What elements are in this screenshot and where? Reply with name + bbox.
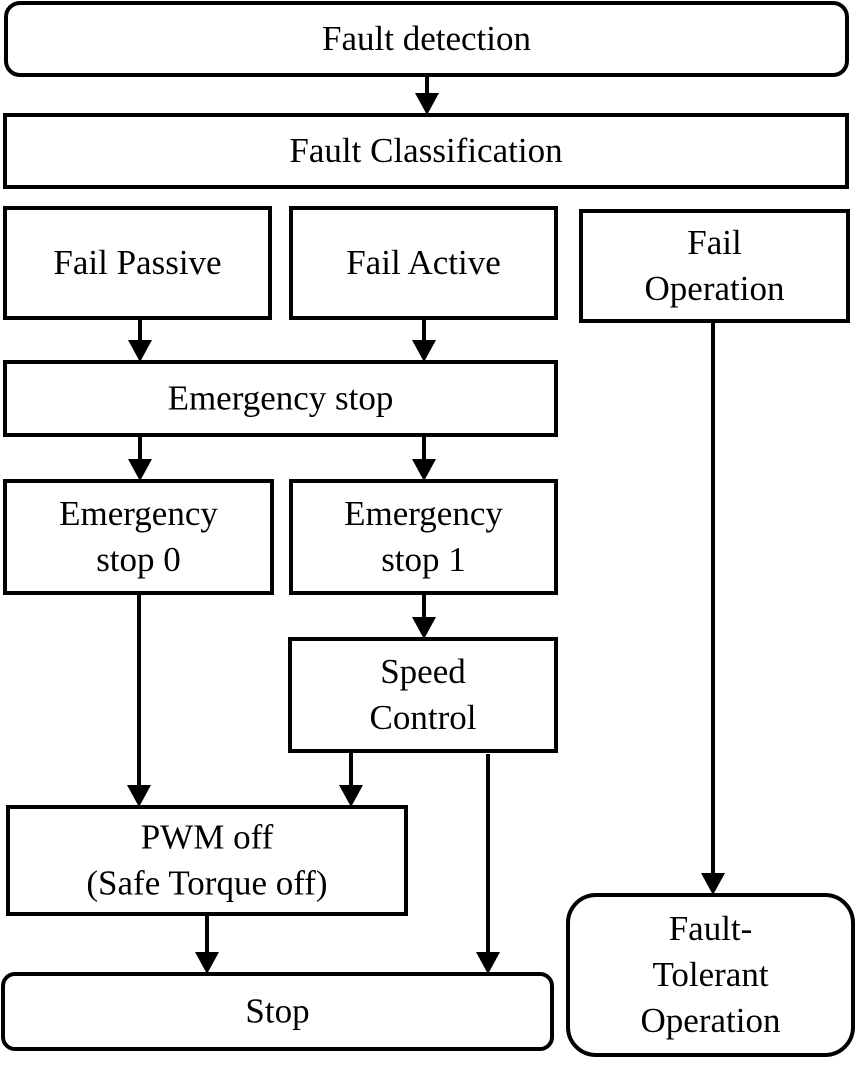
node-label: Fault Classification	[289, 131, 562, 170]
node-box	[3, 113, 849, 189]
node-box	[1, 972, 554, 1051]
node-label: Operation	[641, 1001, 781, 1040]
node-emergency-stop: Emergency stop	[3, 360, 558, 437]
node-label: Control	[370, 698, 477, 737]
node-box	[566, 893, 855, 1057]
arrowhead-icon	[339, 785, 363, 807]
arrowhead-icon	[476, 952, 500, 974]
node-stop: Stop	[1, 972, 554, 1051]
node-fail-passive: Fail Passive	[3, 206, 272, 320]
node-box	[3, 479, 274, 595]
node-box	[289, 479, 558, 595]
node-box	[3, 206, 272, 320]
edge-speed-control-to-stop	[476, 754, 500, 974]
node-label: Stop	[245, 992, 309, 1031]
arrowhead-icon	[195, 952, 219, 974]
node-box	[288, 637, 558, 753]
node-pwm-off: PWM off (Safe Torque off)	[6, 805, 408, 916]
node-box	[6, 805, 408, 916]
node-box	[289, 206, 558, 320]
node-label: stop 0	[96, 540, 181, 579]
node-label: Fail Passive	[53, 243, 221, 282]
node-label: Fault detection	[322, 19, 531, 58]
node-box	[579, 209, 850, 323]
node-box	[3, 360, 558, 437]
edge-fail-operation-to-fault-tolerant-operation	[701, 321, 725, 895]
arrowhead-icon	[415, 93, 439, 115]
edge-fail-passive-to-emergency-stop	[128, 318, 152, 362]
arrowhead-icon	[412, 459, 436, 481]
arrowhead-icon	[412, 340, 436, 362]
node-emergency-stop-0: Emergency stop 0	[3, 479, 274, 595]
node-label: Emergency	[344, 494, 503, 533]
arrowhead-icon	[701, 873, 725, 895]
arrowhead-icon	[412, 617, 436, 639]
node-fault-classification: Fault Classification	[3, 113, 849, 189]
edges	[127, 75, 725, 974]
node-label: (Safe Torque off)	[86, 864, 327, 903]
node-label: Fail Active	[346, 243, 501, 282]
edge-pwm-off-to-stop	[195, 914, 219, 974]
node-label: PWM off	[141, 818, 274, 857]
node-label: Speed	[380, 652, 466, 691]
edge-emergency-stop-to-emergency-stop-0	[128, 435, 152, 481]
node-label: Emergency	[59, 494, 218, 533]
arrowhead-icon	[128, 340, 152, 362]
edge-speed-control-to-pwm-off	[339, 751, 363, 807]
node-label: Fail	[687, 223, 742, 262]
edge-emergency-stop-0-to-pwm-off	[127, 593, 151, 807]
node-label: Tolerant	[652, 955, 768, 994]
arrowhead-icon	[127, 785, 151, 807]
edge-fault-detection-to-fault-classification	[415, 75, 439, 115]
node-label: Fault-	[669, 909, 753, 948]
node-box	[4, 1, 849, 77]
node-fail-active: Fail Active	[289, 206, 558, 320]
arrowhead-icon	[128, 459, 152, 481]
node-label: Emergency stop	[168, 379, 394, 418]
node-fault-detection: Fault detection	[4, 1, 849, 77]
edge-emergency-stop-to-emergency-stop-1	[412, 435, 436, 481]
node-emergency-stop-1: Emergency stop 1	[289, 479, 558, 595]
node-label: Operation	[645, 269, 785, 308]
node-label: stop 1	[381, 540, 466, 579]
edge-fail-active-to-emergency-stop	[412, 318, 436, 362]
edge-emergency-stop-1-to-speed-control	[412, 593, 436, 639]
